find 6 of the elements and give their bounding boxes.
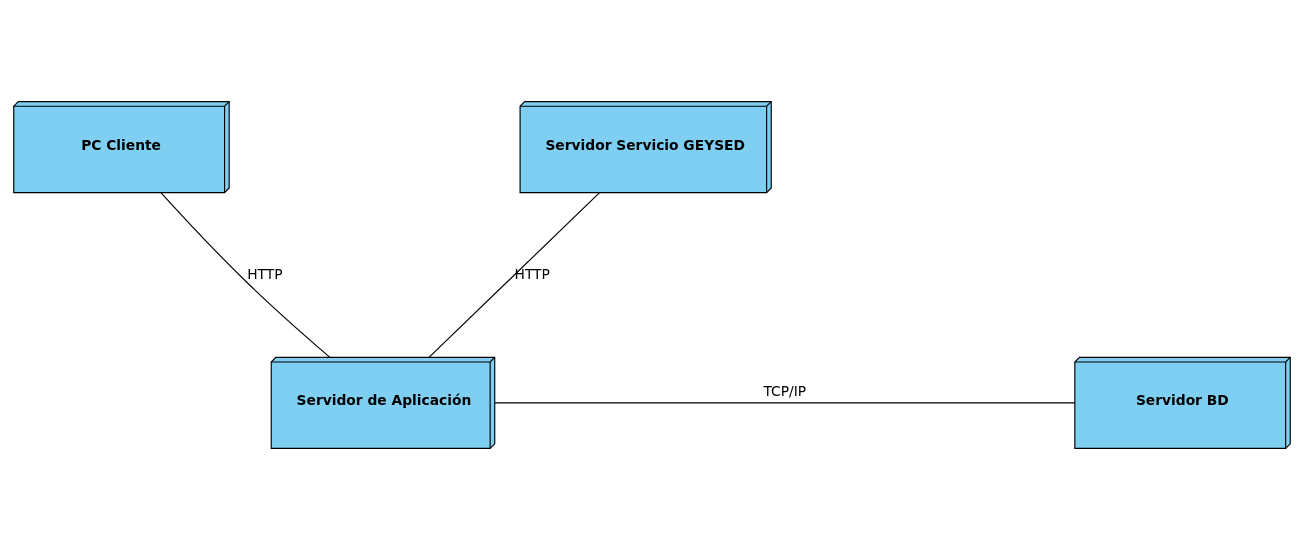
edge-label: HTTP xyxy=(514,265,550,282)
edge-label: TCP/IP xyxy=(763,382,807,399)
connector xyxy=(494,402,1076,404)
connector xyxy=(160,192,331,358)
connector xyxy=(428,192,601,358)
edge-label: HTTP xyxy=(247,265,283,282)
